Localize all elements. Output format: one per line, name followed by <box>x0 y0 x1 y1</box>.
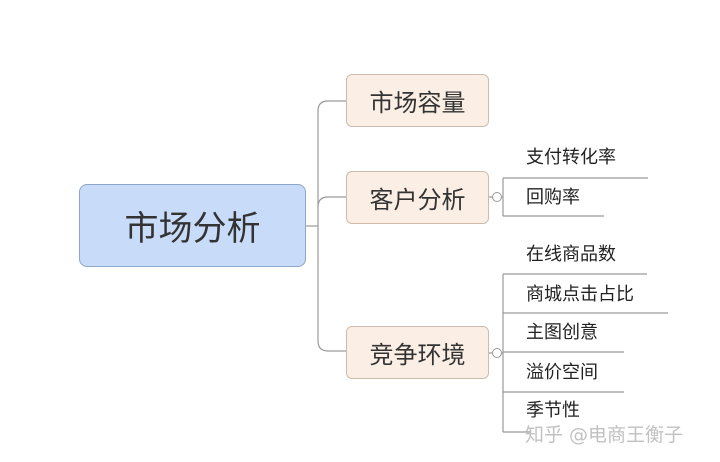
subtopic-item[interactable]: 商城点击占比 <box>526 284 634 305</box>
topic-label: 竞争环境 <box>369 341 466 369</box>
collapse-toggle-icon[interactable] <box>492 192 502 202</box>
subtopic-item[interactable]: 季节性 <box>526 400 580 421</box>
topic-market-capacity[interactable]: 市场容量 <box>346 74 489 127</box>
watermark: 知乎 @电商王衡子 <box>525 424 684 446</box>
main-trunk <box>317 100 346 352</box>
subtopic-item[interactable]: 主图创意 <box>526 322 598 343</box>
subbranch-3-lines <box>501 273 668 433</box>
topic-label: 客户分析 <box>369 186 466 214</box>
subtopic-item[interactable]: 回购率 <box>526 187 580 208</box>
subtopic-item[interactable]: 溢价空间 <box>526 362 598 383</box>
topic-competition[interactable]: 竞争环境 <box>346 326 489 379</box>
collapse-toggle-icon[interactable] <box>492 348 502 358</box>
connector-topic-2 <box>317 196 346 208</box>
subbranch-2-lines <box>501 177 648 217</box>
subtopic-item[interactable]: 在线商品数 <box>526 244 616 265</box>
topic-label: 市场容量 <box>369 89 466 117</box>
topic-customer-analysis[interactable]: 客户分析 <box>346 171 489 224</box>
root-label: 市场分析 <box>124 209 261 249</box>
root-node[interactable]: 市场分析 <box>79 184 306 267</box>
subtopic-item[interactable]: 支付转化率 <box>526 147 616 168</box>
